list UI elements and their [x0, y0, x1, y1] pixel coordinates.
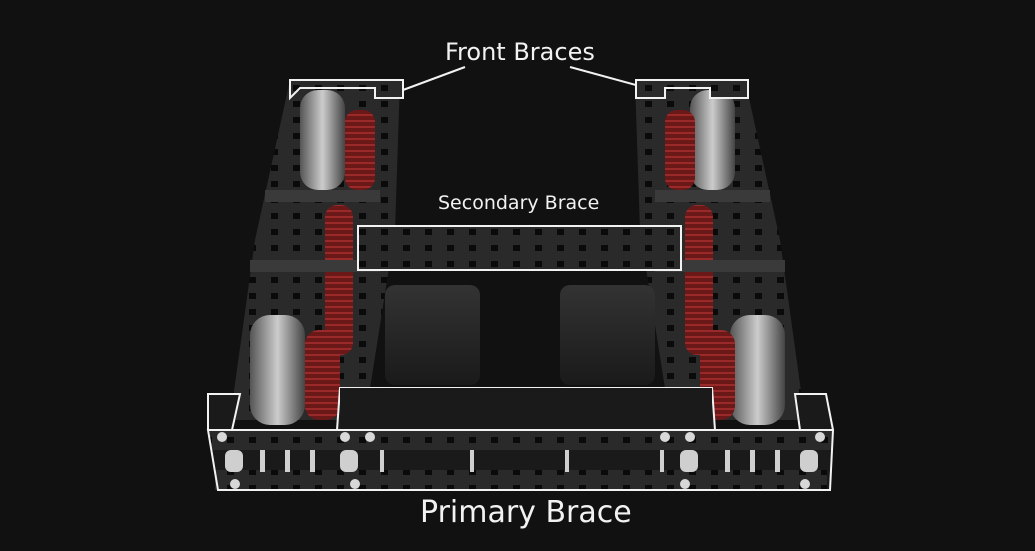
front-braces-label: Front Braces — [445, 38, 595, 66]
omni-wheels — [250, 90, 785, 425]
secondary-brace-label: Secondary Brace — [438, 192, 600, 214]
right-upper-shaft — [655, 190, 770, 202]
primary-brace — [206, 388, 835, 491]
secondary-brace — [357, 225, 682, 271]
front-brace-left — [289, 79, 404, 101]
left-upper-shaft — [265, 190, 380, 202]
right-lower-shaft — [655, 260, 785, 272]
drive-gears — [305, 110, 735, 420]
right-motor — [560, 285, 655, 385]
front-braces-leader-right — [569, 66, 637, 86]
front-braces-leader-left — [402, 66, 466, 91]
left-lower-shaft — [250, 260, 380, 272]
front-brace-right — [635, 79, 749, 99]
left-motor — [385, 285, 480, 385]
primary-brace-label: Primary Brace — [420, 495, 632, 530]
